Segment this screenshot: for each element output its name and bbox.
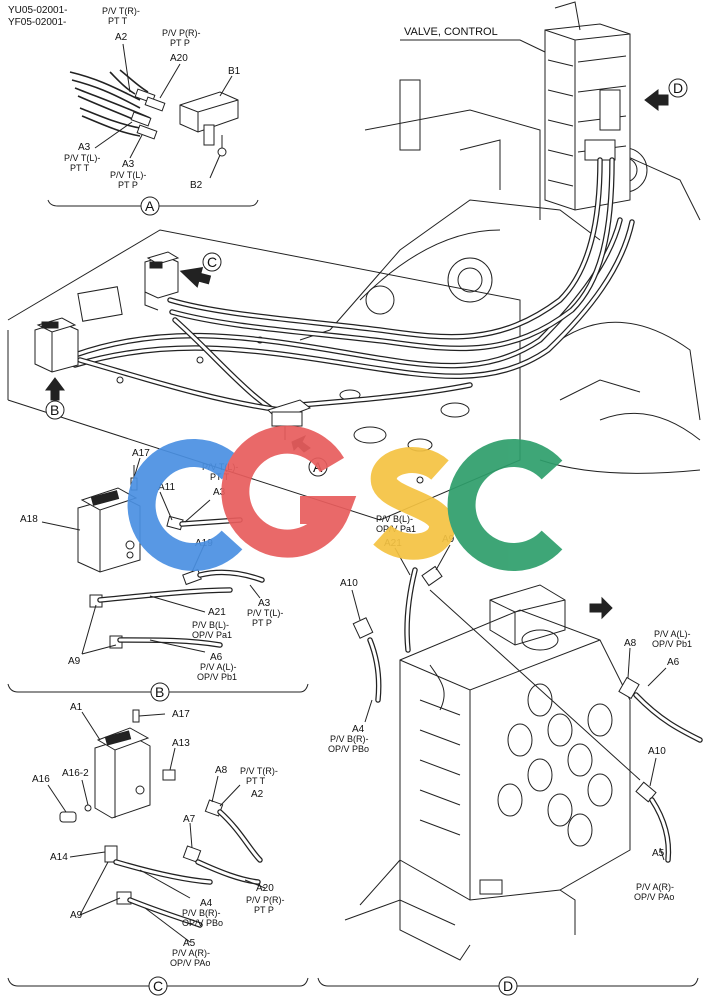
pilot-valve-c-upper <box>144 251 180 311</box>
label-opvpa1-d: OP/V Pa1 <box>376 524 416 534</box>
callout-a8-d: A8 <box>624 638 637 649</box>
label-opvpbo-d: OP/V PBo <box>328 744 369 754</box>
label-opvpa1-b: OP/V Pa1 <box>192 630 232 640</box>
label-pvAR-d: P/V A(R)- <box>636 882 674 892</box>
arrow-d <box>644 88 669 112</box>
view-marker-c-top <box>202 252 222 272</box>
callout-a21-b: A21 <box>208 607 226 618</box>
valve-control-label: VALVE, CONTROL <box>404 26 498 38</box>
view-marker-b-top <box>45 400 65 420</box>
callout-a10-d-left: A10 <box>340 578 358 589</box>
main-assembly: C B A D VALVE, CONTROL <box>7 1 701 521</box>
label-pvPR-c: P/V P(R)- <box>246 895 285 905</box>
view-letter-b: B <box>155 684 164 700</box>
label-pvAL-d: P/V A(L)- <box>654 629 691 639</box>
label-opvpao-d: OP/V PAo <box>634 892 674 902</box>
pilot-valve-b-upper <box>34 317 79 373</box>
callout-a3-left: A3 <box>78 142 91 153</box>
callout-a5-d: A5 <box>652 848 665 859</box>
view-marker-d <box>498 976 518 996</box>
watermark-letter-c2 <box>447 439 563 571</box>
label-pvTR-c: P/V T(R)- <box>240 766 278 776</box>
view-letter-d: D <box>503 978 513 994</box>
callout-b2: B2 <box>190 180 203 191</box>
view-marker-c <box>148 976 168 996</box>
label-pvBR-d: P/V B(R)- <box>330 734 369 744</box>
detail-a: P/V T(R)- PT T A2 P/V P(R)- PT P A20 B1 … <box>47 6 259 216</box>
label-pvPR-a: P/V P(R)- <box>162 28 201 38</box>
callout-a4-d: A4 <box>352 724 365 735</box>
view-letter-a: A <box>145 198 155 214</box>
label-pvBL-d: P/V B(L)- <box>376 514 413 524</box>
model-serial-2: YF05-02001- <box>8 17 66 28</box>
watermark-letter-c1 <box>127 439 243 571</box>
watermark-cgsc <box>127 425 563 571</box>
view-letter-d-top: D <box>673 80 683 96</box>
label-pvTL-a: P/V T(L)- <box>64 153 100 163</box>
label-opvpao-c: OP/V PAo <box>170 958 210 968</box>
label-pvBR-c: P/V B(R)- <box>182 908 221 918</box>
label-ptt-c: PT T <box>246 776 266 786</box>
view-marker-d-top <box>668 78 688 98</box>
detail-d: P/V B(L)- OP/V Pa1 A21 A9 A10 A4 P/V B(R… <box>317 514 703 996</box>
callout-a3-b: A3 <box>213 487 226 498</box>
model-serial-1: YU05-02001- <box>8 5 67 16</box>
callout-a10-d-right: A10 <box>648 746 666 757</box>
callout-a14: A14 <box>50 852 68 863</box>
callout-a16-2: A16-2 <box>62 768 89 779</box>
label-ptp-a2: PT P <box>118 180 138 190</box>
callout-a7: A7 <box>183 814 196 825</box>
callout-a9-b: A9 <box>68 656 81 667</box>
callout-a4-c: A4 <box>200 898 213 909</box>
callout-a9-c: A9 <box>70 910 83 921</box>
callout-a18: A18 <box>20 514 38 525</box>
label-pvAL-b: P/V A(L)- <box>200 662 237 672</box>
arrow-d-detail <box>589 596 613 620</box>
label-ptp-a1: PT P <box>170 38 190 48</box>
callout-b1: B1 <box>228 66 241 77</box>
control-valve <box>544 1 631 211</box>
view-marker-a <box>140 196 160 216</box>
label-ptp-b: PT P <box>252 618 272 628</box>
detail-c: A1 A17 A13 A16 A16-2 A8 P/V T(R)- PT T A… <box>7 702 309 996</box>
label-opvpbo-c: OP/V PBo <box>182 918 223 928</box>
label-pvAR-c: P/V A(R)- <box>172 948 210 958</box>
callout-a1: A1 <box>70 702 83 713</box>
view-marker-b <box>150 682 170 702</box>
arrow-c <box>179 267 212 288</box>
watermark-letter-g <box>221 425 357 558</box>
callout-a8-c: A8 <box>215 765 228 776</box>
callout-a13: A13 <box>172 738 190 749</box>
label-ptt-a1: PT T <box>108 16 128 26</box>
label-opvpb1-d: OP/V Pb1 <box>652 639 692 649</box>
callout-a20-top: A20 <box>170 53 188 64</box>
callout-a2-c: A2 <box>251 789 264 800</box>
label-opvpb1-b: OP/V Pb1 <box>197 672 237 682</box>
label-pvTLp-a: P/V T(L)- <box>110 170 146 180</box>
callout-a17-b: A17 <box>132 448 150 459</box>
label-pvTR-a: P/V T(R)- <box>102 6 140 16</box>
callout-a6-b: A6 <box>210 652 223 663</box>
label-ptt-a2: PT T <box>70 163 90 173</box>
label-pvBL-b: P/V B(L)- <box>192 620 229 630</box>
callout-a5-c: A5 <box>183 938 196 949</box>
callout-a6-d: A6 <box>667 657 680 668</box>
watermark-letter-s <box>370 447 455 560</box>
view-letter-c: C <box>153 978 163 994</box>
view-letter-c-top: C <box>207 254 217 270</box>
label-ptp-c: PT P <box>254 905 274 915</box>
arrow-b <box>45 377 65 401</box>
view-letter-b-top: B <box>50 402 59 418</box>
callout-a3-mid: A3 <box>122 159 135 170</box>
callout-a16: A16 <box>32 774 50 785</box>
label-pvTLp-b: P/V T(L)- <box>247 608 283 618</box>
callout-a3-b2: A3 <box>258 598 271 609</box>
callout-a2-top: A2 <box>115 32 128 43</box>
callout-a17-c: A17 <box>172 709 190 720</box>
callout-a11: A11 <box>158 482 175 493</box>
callout-a20-c: A20 <box>256 883 274 894</box>
